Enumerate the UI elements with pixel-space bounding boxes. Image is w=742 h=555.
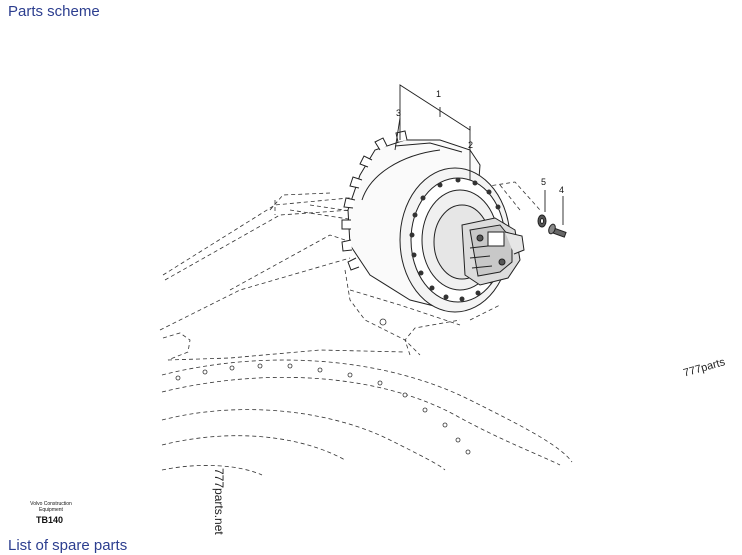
manufacturer-line-1: Volvo Construction <box>30 501 72 507</box>
spare-parts-list-heading[interactable]: List of spare parts <box>8 537 128 554</box>
manufacturer-label: Volvo Construction Equipment <box>20 501 82 513</box>
callout-4: 4 <box>559 185 565 195</box>
ring-bolt-holes <box>175 318 471 455</box>
final-drive-assembly <box>341 130 525 313</box>
screw-and-washer <box>537 214 567 238</box>
parts-scheme-heading[interactable]: Parts scheme <box>8 3 100 20</box>
callout-5: 5 <box>541 177 547 187</box>
callout-3: 3 <box>396 108 402 118</box>
callout-2: 2 <box>468 140 474 150</box>
watermark-vertical: 777parts.net <box>212 468 226 535</box>
drawing-code: TB140 <box>36 515 64 525</box>
callout-1: 1 <box>436 89 442 99</box>
manufacturer-line-2: Equipment <box>39 507 63 513</box>
callout-leaders <box>394 84 564 225</box>
